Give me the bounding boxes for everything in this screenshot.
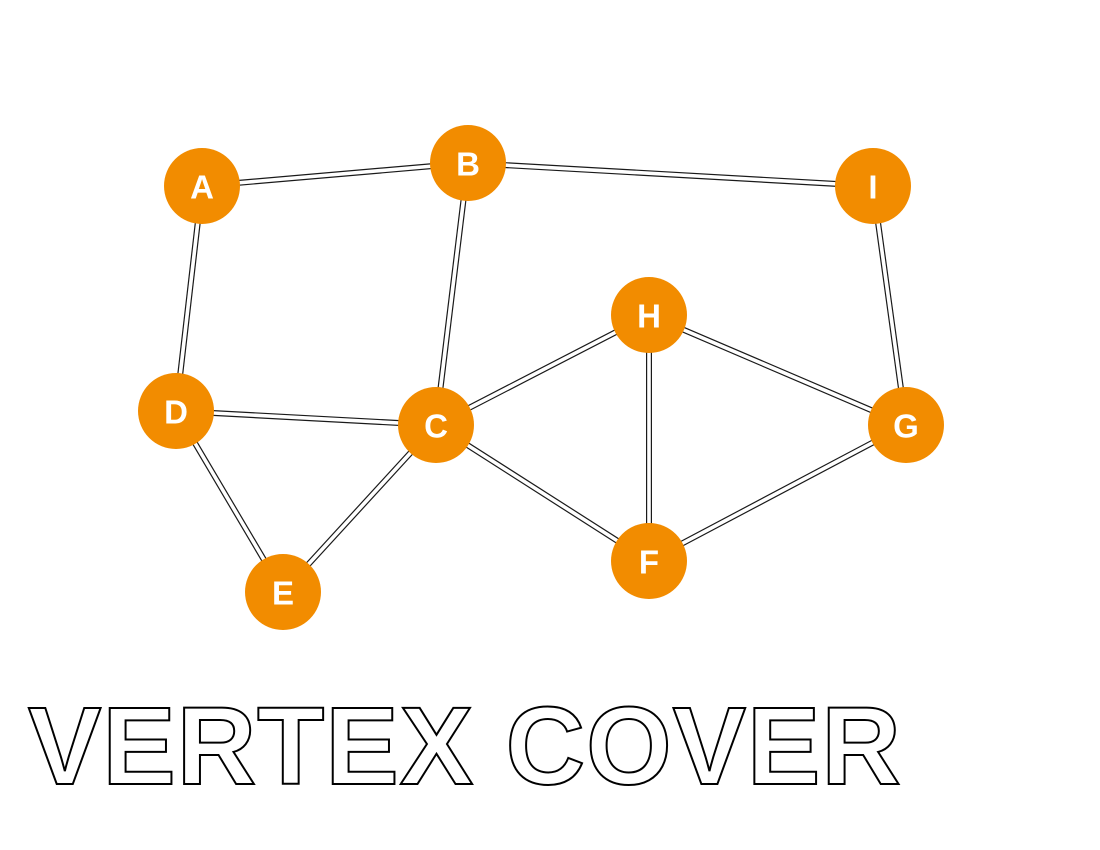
edge-c-h <box>434 312 651 428</box>
node-label: E <box>272 575 294 612</box>
node-label: C <box>424 408 448 445</box>
page-title: VERTEX COVER <box>27 685 902 808</box>
node-a: A <box>164 148 240 224</box>
node-circle <box>245 554 321 630</box>
edge-b-i <box>467 160 874 189</box>
nodes: A B I H D C G E F <box>138 125 944 630</box>
node-circle <box>868 387 944 463</box>
edges <box>173 160 909 595</box>
node-circle <box>611 277 687 353</box>
edge-a-b <box>201 160 469 189</box>
node-c: C <box>398 387 474 463</box>
node-label: G <box>893 408 919 445</box>
node-label: D <box>164 394 188 431</box>
node-label: F <box>639 544 659 581</box>
node-e: E <box>245 554 321 630</box>
node-i: I <box>835 148 911 224</box>
node-label: I <box>868 169 877 206</box>
node-label: A <box>190 169 214 206</box>
node-d: D <box>138 373 214 449</box>
node-f: F <box>611 523 687 599</box>
edge-f-g <box>647 422 908 564</box>
edge-h-g <box>647 312 908 428</box>
node-circle <box>398 387 474 463</box>
node-circle <box>611 523 687 599</box>
node-circle <box>164 148 240 224</box>
edge-b-c <box>433 162 471 426</box>
node-g: G <box>868 387 944 463</box>
node-circle <box>835 148 911 224</box>
edge-c-f <box>434 422 651 564</box>
node-b: B <box>430 125 506 201</box>
node-circle <box>138 373 214 449</box>
node-label: H <box>637 298 661 335</box>
edge-d-c <box>175 408 437 428</box>
node-label: B <box>456 146 480 183</box>
edge-i-g <box>870 185 909 426</box>
node-circle <box>430 125 506 201</box>
node-h: H <box>611 277 687 353</box>
